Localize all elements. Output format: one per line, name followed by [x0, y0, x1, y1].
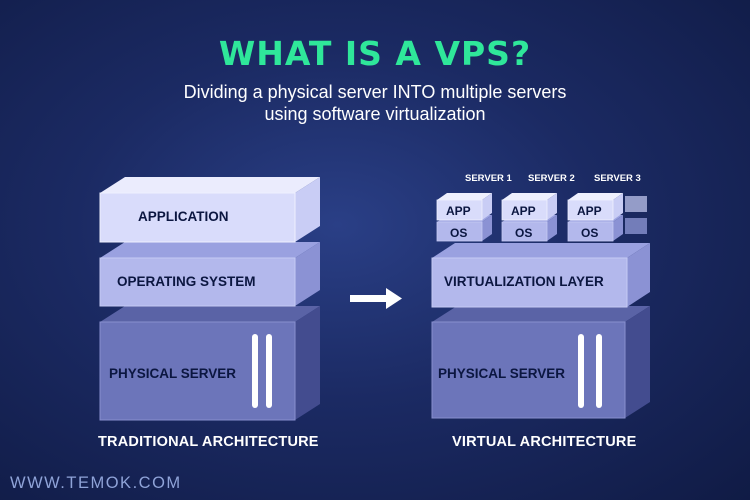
server-3-app-label: APP	[577, 204, 602, 218]
page-title: WHAT IS A VPS?	[218, 34, 532, 73]
server-2-os-label: OS	[515, 226, 532, 240]
server-bar-icon	[252, 334, 258, 408]
server-2-label: SERVER 2	[528, 173, 575, 184]
traditional-stack: PHYSICAL SERVER OPERATING SYSTEM APPLICA…	[99, 177, 320, 421]
traditional-physical-server-label: PHYSICAL SERVER	[109, 366, 236, 381]
virtual-architecture-caption: VIRTUAL ARCHITECTURE	[452, 434, 637, 450]
traditional-physical-server-block: PHYSICAL SERVER	[99, 306, 320, 421]
virtual-physical-server-block: PHYSICAL SERVER	[431, 306, 650, 419]
server-1-os-label: OS	[450, 226, 467, 240]
virtual-physical-server-label: PHYSICAL SERVER	[438, 366, 565, 381]
server-bar-icon	[266, 334, 272, 408]
traditional-application-label: APPLICATION	[138, 209, 229, 224]
traditional-application-block: APPLICATION	[99, 177, 320, 243]
virtual-stack: PHYSICAL SERVER VIRTUALIZATION LAYER SER…	[431, 173, 650, 419]
server-stack-shadow	[625, 196, 647, 234]
virtual-server-3: SERVER 3 OS APP	[567, 173, 641, 242]
virtualization-layer-label: VIRTUALIZATION LAYER	[444, 274, 604, 289]
arrow-right-icon	[350, 288, 402, 309]
subtitle-line-1: Dividing a physical server INTO multiple…	[183, 82, 567, 102]
server-1-label: SERVER 1	[465, 173, 513, 184]
traditional-os-block: OPERATING SYSTEM	[99, 242, 320, 307]
server-3-label: SERVER 3	[594, 173, 641, 184]
subtitle-line-2: using software virtualization	[264, 104, 486, 124]
virtual-server-1: SERVER 1 OS APP	[436, 173, 513, 242]
server-1-app-label: APP	[446, 204, 471, 218]
server-bar-icon	[596, 334, 602, 408]
server-3-os-label: OS	[581, 226, 598, 240]
virtual-server-2: SERVER 2 OS APP	[501, 173, 575, 242]
website-link[interactable]: WWW.TEMOK.COM	[10, 474, 182, 492]
server-bar-icon	[578, 334, 584, 408]
server-2-app-label: APP	[511, 204, 536, 218]
virtualization-layer-block: VIRTUALIZATION LAYER	[431, 243, 650, 308]
traditional-architecture-caption: TRADITIONAL ARCHITECTURE	[98, 434, 319, 450]
traditional-os-label: OPERATING SYSTEM	[117, 274, 256, 289]
